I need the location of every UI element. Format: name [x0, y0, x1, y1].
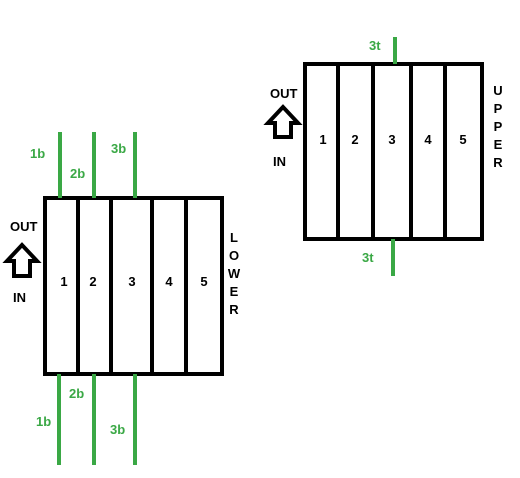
lower-side-letter: R	[229, 302, 239, 317]
upper-slot-label: 5	[459, 132, 466, 147]
lower-assembly: 1 2 3 4 5 1b 2b 3b 1b 2b 3b OUT IN L O W…	[2, 132, 241, 465]
lower-wire-bottom-label: 2b	[69, 386, 84, 401]
upper-wire-top-label: 3t	[369, 38, 381, 53]
upper-side-letter: U	[493, 83, 502, 98]
lower-slot-label: 1	[60, 274, 67, 289]
upper-side-letter: E	[494, 137, 503, 152]
lower-slot-label: 2	[89, 274, 96, 289]
lower-up-arrow-icon	[2, 242, 42, 278]
lower-slot-label: 5	[200, 274, 207, 289]
upper-wire-bottom-label: 3t	[362, 250, 374, 265]
lower-in-label: IN	[13, 290, 26, 305]
lower-wire-top-label: 3b	[111, 141, 126, 156]
upper-in-label: IN	[273, 154, 286, 169]
upper-up-arrow-icon	[263, 104, 303, 139]
lower-wire-top-label: 2b	[70, 166, 85, 181]
upper-frame	[303, 62, 484, 241]
lower-out-label: OUT	[10, 219, 38, 234]
upper-side-letter: P	[494, 119, 503, 134]
lower-side-letter: L	[230, 230, 238, 245]
lower-wire-bottom-label: 1b	[36, 414, 51, 429]
upper-slot-label: 4	[424, 132, 432, 147]
upper-slot-label: 1	[319, 132, 326, 147]
lower-wire-top-label: 1b	[30, 146, 45, 161]
lower-wire-bottom-label: 3b	[110, 422, 125, 437]
upper-slot-label: 2	[351, 132, 358, 147]
lower-slot-label: 3	[128, 274, 135, 289]
lower-side-letter: E	[230, 284, 239, 299]
upper-out-label: OUT	[270, 86, 298, 101]
lower-side-letter: O	[229, 248, 239, 263]
upper-side-letter: R	[493, 155, 503, 170]
upper-slot-label: 3	[388, 132, 395, 147]
upper-assembly: 1 2 3 4 5 3t 3t OUT IN U P P E R	[263, 37, 503, 276]
upper-side-letter: P	[494, 101, 503, 116]
lower-side-letter: W	[228, 266, 241, 281]
lower-slot-label: 4	[165, 274, 173, 289]
